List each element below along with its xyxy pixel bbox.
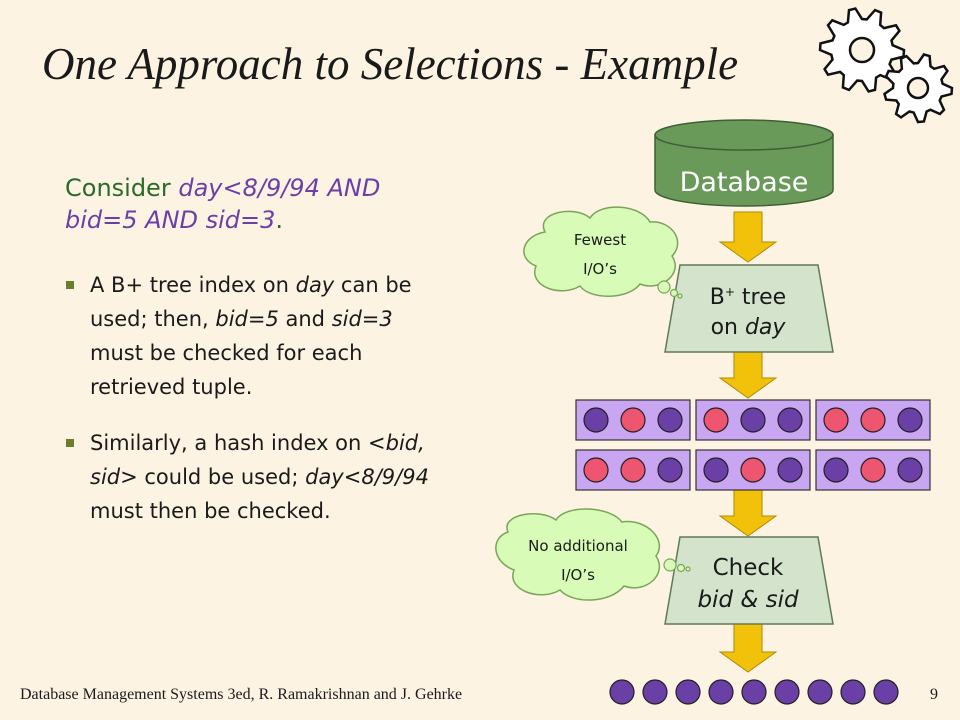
tuple-purple <box>823 457 849 483</box>
consider-prefix: Consider <box>65 174 171 202</box>
svg-text:B+ tree: B+ tree <box>710 285 786 310</box>
result-tuple <box>873 679 899 705</box>
tuple-purple <box>897 457 923 483</box>
thought-cloud-no-additional-io: No additional I/O’s <box>495 508 691 601</box>
tuple-purple <box>657 407 683 433</box>
tuple-page <box>575 449 691 491</box>
query-line-1: day<8/9/94 AND <box>178 174 381 202</box>
check-filter-box: Check bid & sid <box>664 536 834 625</box>
result-tuple <box>675 679 701 705</box>
tuple-purple <box>583 407 609 433</box>
tuple-page <box>695 449 811 491</box>
result-tuple <box>708 679 734 705</box>
tuple-purple <box>897 407 923 433</box>
cloud1-line-2: I/O’s <box>583 260 617 278</box>
flow-arrow <box>718 623 778 673</box>
tuple-page <box>815 449 931 491</box>
database-label: Database <box>680 167 809 198</box>
tuple-red <box>620 457 646 483</box>
tuple-red <box>740 457 766 483</box>
tuple-red <box>823 407 849 433</box>
flow-arrow <box>718 351 778 399</box>
tuple-red <box>860 407 886 433</box>
bullet-marker <box>66 281 74 289</box>
footer-citation: Database Management Systems 3ed, R. Rama… <box>20 686 463 703</box>
slide-title: One Approach to Selections - Example <box>42 39 739 89</box>
database-cylinder: Database <box>654 119 834 207</box>
tuple-purple <box>740 407 766 433</box>
tuple-red <box>860 457 886 483</box>
result-tuple <box>840 679 866 705</box>
thought-cloud-fewest-io: Fewest I/O’s <box>523 206 683 299</box>
bullet-marker <box>66 439 74 447</box>
tuple-pages <box>575 399 931 491</box>
btree-label-rest: tree <box>735 285 786 310</box>
flow-arrow <box>718 487 778 537</box>
bullet-hash: Similarly, a hash index on <bid, sid> co… <box>66 426 446 528</box>
flow-arrow <box>718 211 778 263</box>
tuple-red <box>620 407 646 433</box>
tuple-purple <box>703 457 729 483</box>
result-tuple <box>741 679 767 705</box>
btree-day: day <box>745 315 786 340</box>
btree-label: B <box>710 285 725 310</box>
tuple-purple <box>777 457 803 483</box>
tuple-page <box>575 399 691 441</box>
result-tuples <box>609 679 899 705</box>
result-tuple <box>774 679 800 705</box>
page-number: 9 <box>930 686 938 703</box>
bullet-list: A B+ tree index on day can be used; then… <box>66 268 446 550</box>
consider-text: Consider day<8/9/94 AND bid=5 AND sid=3. <box>65 172 485 236</box>
cloud1-line-1: Fewest <box>574 231 626 249</box>
check-line-2: bid & sid <box>697 587 799 613</box>
result-tuple <box>807 679 833 705</box>
tuple-red <box>583 457 609 483</box>
btree-superscript: + <box>725 285 735 299</box>
cloud2-line-2: I/O’s <box>561 566 595 584</box>
btree-on: on <box>711 315 745 340</box>
gear-icon <box>883 53 954 124</box>
result-tuple <box>642 679 668 705</box>
check-line-1: Check <box>713 555 784 581</box>
query-line-2: bid=5 AND sid=3 <box>65 206 276 234</box>
tuple-page <box>815 399 931 441</box>
tuple-red <box>703 407 729 433</box>
tuple-purple <box>657 457 683 483</box>
result-tuple <box>609 679 635 705</box>
btree-index-box: B+ tree on day <box>664 264 834 353</box>
cloud2-line-1: No additional <box>528 537 628 555</box>
svg-text:on day: on day <box>711 315 787 340</box>
tuple-purple <box>777 407 803 433</box>
gear-icon <box>818 7 906 93</box>
tuple-page <box>695 399 811 441</box>
consider-suffix: . <box>275 206 284 234</box>
flow-arrows <box>718 211 778 673</box>
bullet-btree: A B+ tree index on day can be used; then… <box>66 268 446 404</box>
